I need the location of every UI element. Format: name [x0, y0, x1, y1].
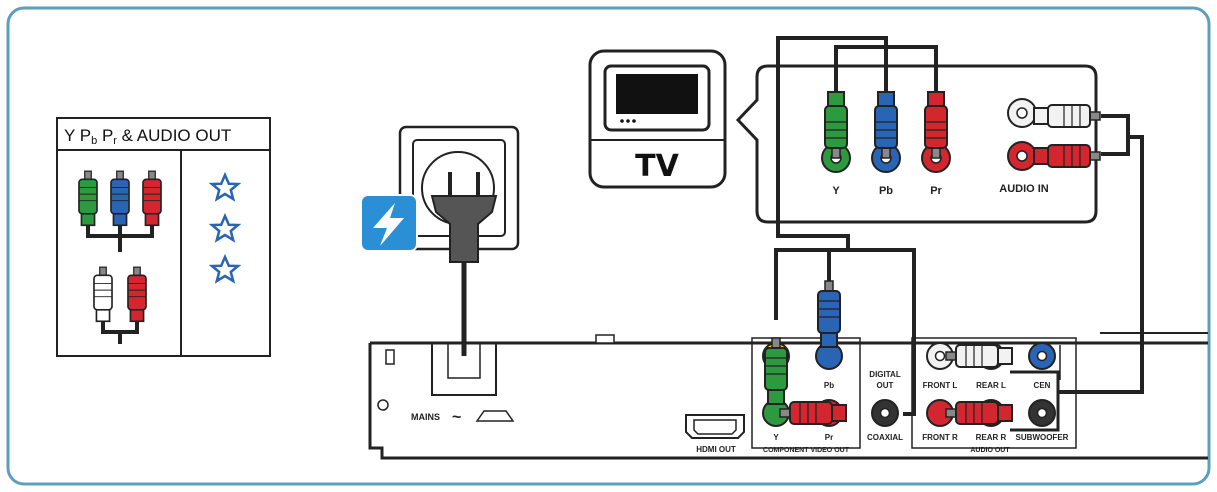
legend-box: Y Pb Pr & AUDIO OUT [56, 117, 271, 357]
tv-jack-label-y: Y [832, 185, 840, 197]
digital-out-label-1: DIGITAL [869, 370, 901, 379]
front-l-label: FRONT L [923, 381, 958, 390]
mains-label: MAINS [411, 412, 440, 422]
player-jack-label-pr: Pr [825, 433, 833, 442]
component-video-cable [764, 36, 948, 425]
tv-audio-jack-white [1007, 98, 1037, 128]
tv-jack-label-pr: Pr [930, 185, 942, 197]
player-jack-coaxial [871, 399, 899, 427]
component-video-out-label: COMPONENT VIDEO OUT [763, 447, 850, 454]
rear-r-label: REAR R [976, 433, 1007, 442]
legend-title: Y Pb Pr & AUDIO OUT [64, 126, 231, 147]
player-jack-label-pb: Pb [824, 381, 834, 390]
player-jack-center [1028, 342, 1056, 370]
tv-audio-in-label: AUDIO IN [999, 183, 1049, 195]
audio-out-label: AUDIO OUT [970, 447, 1010, 454]
hdmi-out-label: HDMI OUT [696, 445, 736, 454]
rear-l-label: REAR L [976, 381, 1006, 390]
tv-label: TV [635, 149, 679, 184]
audio-cable [945, 104, 1144, 432]
digital-out-label-2: OUT [877, 381, 894, 390]
center-label: CEN [1034, 381, 1051, 390]
tv-box: TV [588, 49, 727, 189]
tv-icon [603, 64, 711, 132]
coaxial-label: COAXIAL [867, 433, 903, 442]
player-jack-subwoofer [1028, 399, 1056, 427]
tv-audio-plug-white [1033, 104, 1101, 128]
mains-plug-icon [430, 172, 498, 356]
legend-component-cable [78, 170, 162, 252]
subwoofer-label: SUBWOOFER [1016, 433, 1069, 442]
front-r-label: FRONT R [922, 433, 958, 442]
player-plug-pr [779, 401, 847, 425]
player-plug-pb [817, 280, 841, 348]
power-icon [360, 194, 418, 252]
player-jack-label-y: Y [773, 433, 779, 442]
tv-plug-y [824, 91, 848, 159]
player-audio-plug-white [945, 344, 1013, 368]
player-audio-plug-red [945, 401, 1013, 425]
tv-plug-pb [874, 91, 898, 159]
mains-ac-symbol: ~ [452, 409, 461, 426]
player-plug-y [764, 337, 788, 405]
legend-audio-cable [93, 266, 147, 344]
tv-plug-pr [924, 91, 948, 159]
tv-jack-label-pb: Pb [879, 185, 893, 197]
tv-connector-panel: Y Pb Pr AUDIO IN [735, 64, 1098, 224]
tv-audio-plug-red [1033, 144, 1101, 168]
tv-audio-jack-red [1007, 141, 1037, 171]
player-rear-panel: MAINS ~ HDMI OUT Pb Y Pr COMPONENT VIDEO… [368, 332, 1208, 460]
